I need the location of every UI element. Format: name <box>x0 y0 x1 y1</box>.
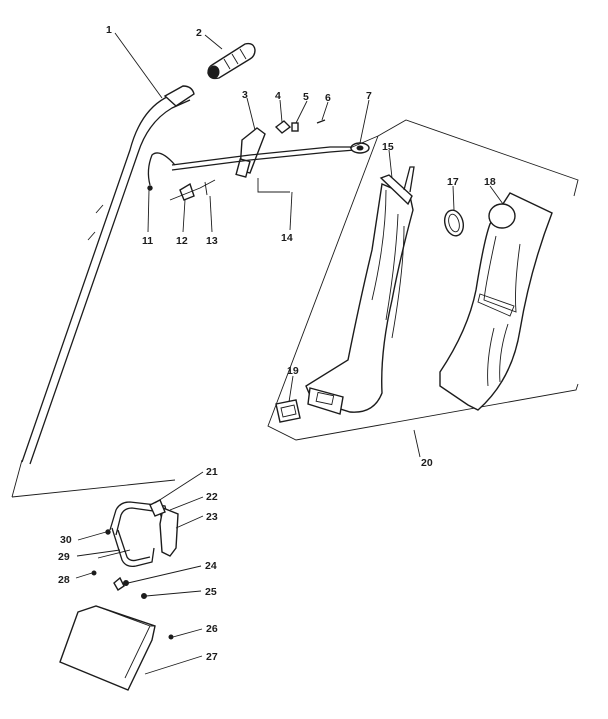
nozzle-cover <box>59 605 156 691</box>
callout-5: 5 <box>303 91 309 103</box>
callout-26: 26 <box>206 623 218 635</box>
bag-clip <box>275 399 301 423</box>
handle-grip <box>207 42 256 80</box>
callout-11: 11 <box>142 235 153 247</box>
callout-29: 29 <box>58 551 70 563</box>
callout-21: 21 <box>206 466 218 478</box>
callout-14: 14 <box>281 232 293 244</box>
callout-4: 4 <box>275 90 281 102</box>
callout-28: 28 <box>58 574 70 586</box>
inner-bag <box>439 192 553 411</box>
callout-labels: 1 2 3 4 5 6 7 11 12 13 14 15 17 18 19 20… <box>58 24 496 663</box>
callout-7: 7 <box>366 90 372 102</box>
outer-bag <box>305 166 415 415</box>
callout-22: 22 <box>206 491 218 503</box>
callout-6: 6 <box>325 92 331 104</box>
handle-outline <box>11 459 176 498</box>
callout-15: 15 <box>382 141 394 153</box>
callout-20: 20 <box>421 457 433 469</box>
switch-assembly <box>147 119 370 201</box>
callout-3: 3 <box>242 89 248 101</box>
o-ring <box>443 209 465 237</box>
bag-group-outline <box>267 119 579 441</box>
leader-lines <box>75 32 504 675</box>
callout-1: 1 <box>106 24 112 36</box>
callout-23: 23 <box>206 511 218 523</box>
callout-17: 17 <box>447 176 459 188</box>
callout-2: 2 <box>196 27 202 39</box>
handle-tube <box>21 85 195 465</box>
callout-18: 18 <box>484 176 496 188</box>
callout-19: 19 <box>287 365 299 377</box>
callout-13: 13 <box>206 235 218 247</box>
callout-12: 12 <box>176 235 188 247</box>
callout-25: 25 <box>205 586 217 598</box>
callout-30: 30 <box>60 534 72 546</box>
yoke-bracket <box>91 499 179 576</box>
hardware <box>113 576 174 640</box>
callout-27: 27 <box>206 651 218 663</box>
callout-24: 24 <box>205 560 217 572</box>
